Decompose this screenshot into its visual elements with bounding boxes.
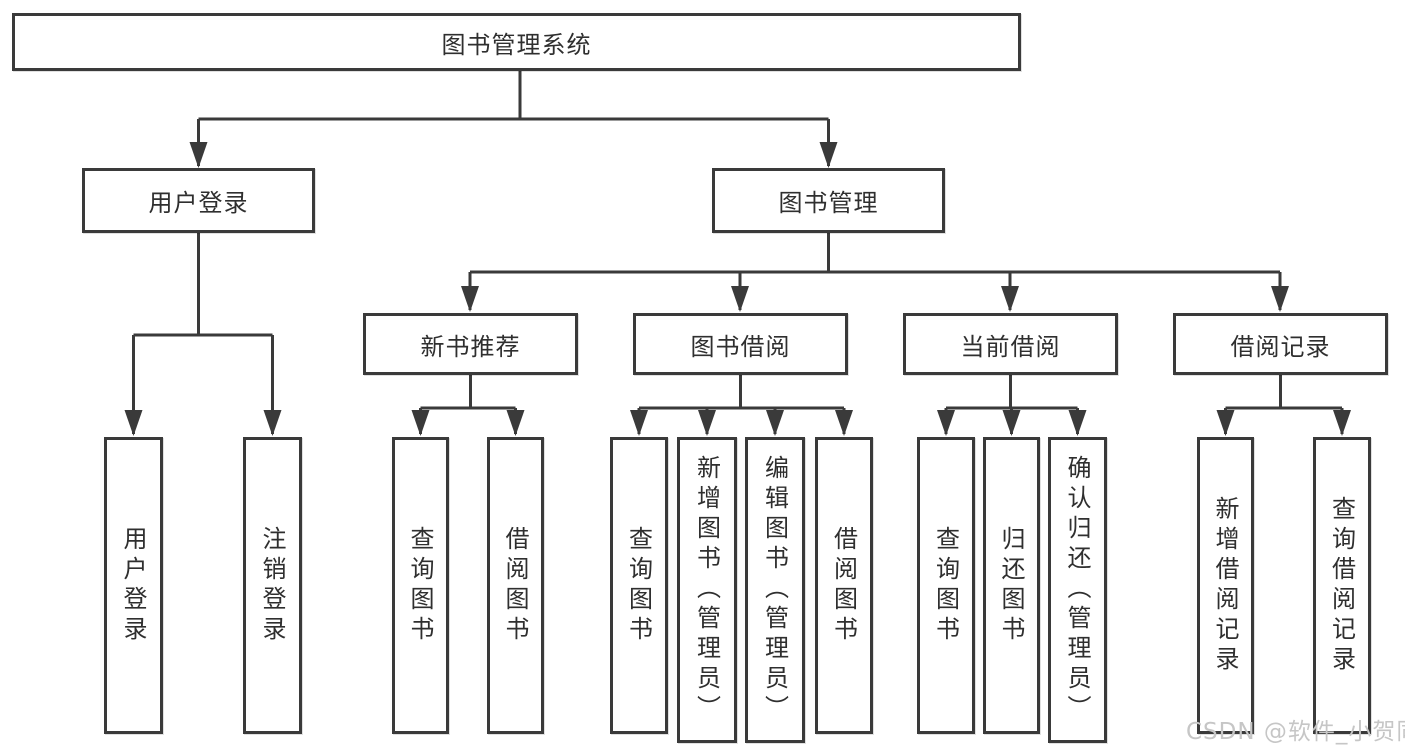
leaf-edit-books-admin: 编辑图书（管理员） bbox=[745, 437, 805, 743]
arrowhead bbox=[698, 410, 716, 436]
arrowhead bbox=[263, 410, 282, 436]
node-current-borrow: 当前借阅 bbox=[903, 313, 1118, 375]
arrowheads bbox=[124, 142, 1351, 436]
arrowhead bbox=[411, 410, 430, 436]
node-library-management-system: 图书管理系统 bbox=[12, 13, 1021, 71]
leaf-add-borrow-record: 新增借阅记录 bbox=[1197, 437, 1254, 734]
arrowhead bbox=[819, 142, 838, 168]
node-user-login: 用户登录 bbox=[82, 168, 315, 233]
arrowhead bbox=[461, 286, 479, 312]
arrowhead bbox=[1333, 410, 1351, 436]
arrowhead bbox=[506, 410, 525, 436]
leaf-query-books-borrow: 查询图书 bbox=[610, 437, 668, 734]
leaf-borrow-books-recommend: 借阅图书 bbox=[487, 437, 544, 734]
node-borrow-records: 借阅记录 bbox=[1173, 313, 1388, 375]
arrowhead bbox=[124, 410, 143, 436]
leaf-query-books-current: 查询图书 bbox=[917, 437, 975, 734]
arrowhead bbox=[630, 410, 648, 436]
arrowhead bbox=[1002, 410, 1021, 436]
arrowhead bbox=[731, 286, 749, 312]
arrowhead bbox=[937, 410, 955, 436]
arrowhead bbox=[189, 142, 208, 168]
node-book-borrow: 图书借阅 bbox=[633, 313, 848, 375]
leaf-query-books-recommend: 查询图书 bbox=[392, 437, 449, 734]
leaf-add-books-admin: 新增图书（管理员） bbox=[677, 437, 737, 743]
leaf-confirm-return-admin: 确认归还（管理员） bbox=[1048, 437, 1107, 743]
leaf-query-borrow-record: 查询借阅记录 bbox=[1313, 437, 1371, 734]
arrowhead bbox=[1271, 286, 1289, 312]
arrowhead bbox=[1001, 286, 1019, 312]
arrowhead bbox=[1216, 410, 1235, 436]
node-book-management: 图书管理 bbox=[712, 168, 945, 233]
leaf-user-login: 用户登录 bbox=[104, 437, 163, 734]
arrowhead bbox=[835, 410, 853, 436]
arrowhead bbox=[766, 410, 784, 436]
leaf-borrow-books: 借阅图书 bbox=[815, 437, 873, 734]
node-new-book-recommend: 新书推荐 bbox=[363, 313, 578, 375]
leaf-return-books: 归还图书 bbox=[983, 437, 1040, 734]
tree-edges bbox=[132, 71, 1344, 434]
csdn-watermark: CSDN @软件_小贺同学 bbox=[1186, 719, 1405, 745]
leaf-logout: 注销登录 bbox=[243, 437, 302, 734]
arrowhead bbox=[1068, 410, 1087, 436]
